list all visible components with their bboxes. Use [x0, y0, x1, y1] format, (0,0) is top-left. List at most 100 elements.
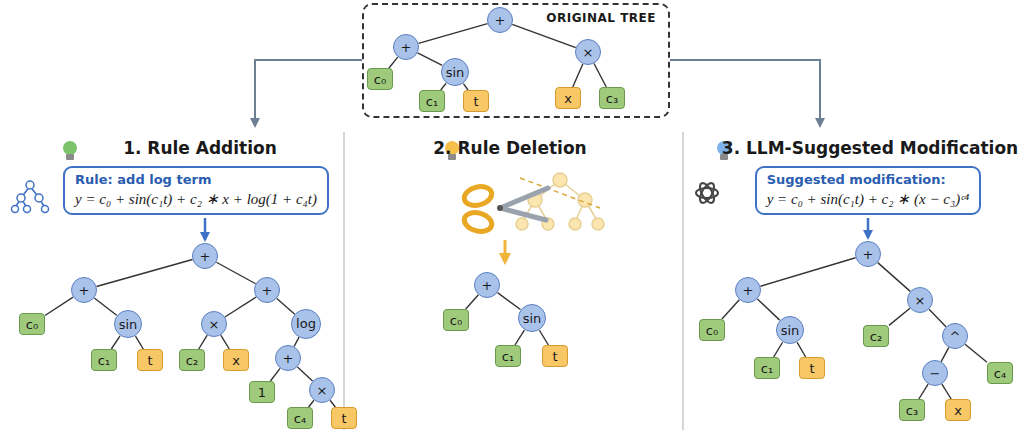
tree-edge	[389, 57, 398, 68]
tree-edge	[594, 64, 606, 87]
node-label: t	[341, 411, 346, 426]
node-label: t	[147, 353, 152, 368]
tree-edge	[878, 263, 911, 292]
tree-edge	[889, 308, 910, 325]
tree-edge	[539, 330, 548, 345]
variable-node: t	[542, 345, 568, 367]
panel-heading: 2. Rule Deletion	[433, 138, 586, 158]
tree-edge	[757, 299, 779, 320]
constant-node: c₁	[754, 357, 780, 379]
tree-edge	[929, 309, 946, 326]
operator-node: +	[254, 277, 280, 303]
node-label: c₂	[186, 353, 198, 368]
tree-edge	[294, 337, 299, 346]
variable-node: x	[223, 349, 249, 371]
node-label: sin	[523, 311, 542, 326]
node-label: t	[809, 361, 814, 376]
down-arrow	[504, 240, 507, 262]
variable-node: x	[555, 87, 581, 109]
tree-edge	[270, 368, 280, 381]
constant-node: c₀	[367, 68, 393, 90]
tree-edge	[965, 344, 987, 362]
operator-node: sin	[518, 304, 547, 333]
panel-separator	[682, 132, 684, 430]
operator-node: +	[71, 277, 97, 303]
tree-edge	[297, 367, 312, 381]
node-label: ×	[915, 293, 926, 308]
node-label: −	[930, 366, 941, 381]
formula-text: y = c₀ + sin(c₁t) + c₂ ∗ (x − c₃)ᶜ⁴	[767, 190, 970, 208]
faded-tree	[516, 173, 604, 230]
formula-text: y = c₀ + sin(c₁t) + c₂ ∗ x + log(1 + c₄t…	[75, 190, 317, 208]
operator-node: sin	[441, 58, 470, 87]
node-label: t	[473, 94, 478, 109]
callout-heading: Suggested modification:	[767, 172, 946, 187]
tree-edge	[45, 297, 73, 315]
node-label: x	[564, 91, 572, 106]
operator-node: ×	[907, 287, 933, 313]
node-label: +	[495, 13, 506, 28]
tree-edge	[216, 262, 255, 283]
variable-node: t	[137, 349, 163, 371]
node-label: t	[552, 349, 557, 364]
tree-edge	[942, 384, 951, 399]
operator-node: ×	[575, 39, 601, 65]
tree-edge	[309, 400, 314, 407]
constant-node: c₂	[863, 325, 889, 347]
node-label: ×	[317, 383, 328, 398]
node-label: sin	[446, 65, 465, 80]
constant-node: c₂	[179, 349, 205, 371]
node-label: 1	[258, 385, 266, 400]
tree-edge	[135, 336, 143, 349]
node-label: +	[262, 283, 273, 298]
tree-edge	[774, 342, 783, 357]
tree-edge	[221, 335, 229, 349]
constant-node: c₀	[443, 309, 469, 331]
node-label: +	[283, 351, 294, 366]
operator-node: +	[855, 241, 881, 267]
tree-edge	[919, 384, 928, 399]
tree-edge	[94, 298, 116, 315]
operator-node: +	[192, 243, 218, 269]
callout-arrow	[204, 218, 207, 240]
tree-edge	[441, 83, 446, 90]
tree-edge	[418, 24, 487, 44]
node-label: c₁	[761, 361, 773, 376]
variable-node: t	[799, 357, 825, 379]
tree-edge	[512, 24, 576, 47]
tree-edge	[722, 300, 739, 319]
node-label: c₄	[294, 411, 306, 426]
node-label: x	[232, 353, 240, 368]
node-label: +	[743, 283, 754, 298]
frame-title: ORIGINAL TREE	[546, 11, 656, 25]
tree-edge	[797, 342, 805, 357]
node-label: +	[79, 283, 90, 298]
operator-node: +	[487, 7, 513, 33]
tree-edge	[418, 53, 443, 66]
node-label: c₀	[26, 317, 38, 332]
constant-node: c₄	[987, 362, 1013, 384]
node-label: c₀	[706, 323, 718, 338]
panel-separator	[343, 132, 345, 430]
tree-edge	[497, 293, 520, 310]
node-label: c₁	[426, 94, 438, 109]
operator-node: ×	[201, 311, 227, 337]
node-label: ×	[209, 317, 220, 332]
callout-bubble: Suggested modification: y = c₀ + sin(c₁t)…	[755, 166, 982, 215]
constant-node: c₀	[19, 313, 45, 335]
constant-node: c₃	[599, 87, 625, 109]
node-label: +	[200, 249, 211, 264]
tree-edge	[466, 295, 479, 309]
tree-edge	[760, 258, 855, 287]
variable-node: t	[463, 90, 489, 112]
variable-node: t	[331, 407, 357, 429]
tree-edge	[199, 335, 207, 349]
tree-edge	[515, 330, 524, 345]
operator-node: sin	[114, 310, 143, 339]
operator-node: +	[393, 34, 419, 60]
constant-node: c₀	[699, 319, 725, 341]
node-label: c₃	[606, 91, 618, 106]
operator-node: +	[474, 272, 500, 298]
node-label: +	[401, 40, 412, 55]
